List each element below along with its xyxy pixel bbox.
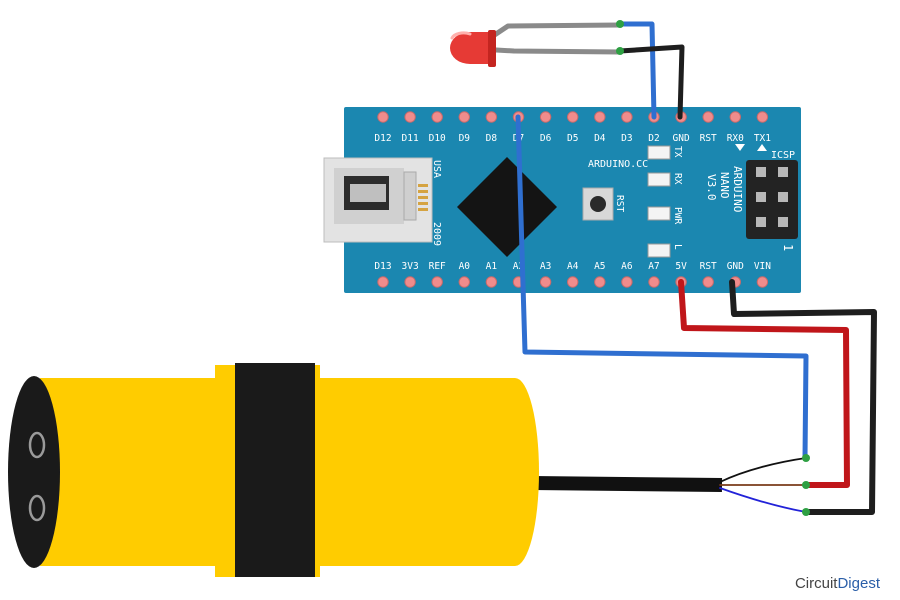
usb-connector: [323, 157, 433, 243]
top-pin-d10: [431, 111, 443, 123]
sensor-cable: [531, 476, 723, 492]
logo-text-circuit: Circuit: [794, 575, 838, 592]
bottom-pin-label: VIN: [754, 261, 771, 272]
wire-d7-to-sensor-signal: [515, 114, 809, 461]
status-led-l: [647, 243, 671, 258]
bottom-pin-label: D13: [374, 261, 391, 272]
top-pin-label: D11: [402, 133, 419, 144]
bottom-pin-label: A1: [486, 261, 498, 272]
logo-text-digest: Digest: [837, 575, 880, 592]
status-led-label: TX: [672, 146, 683, 158]
top-pin-d12: [377, 111, 389, 123]
bottom-pin-a7: [648, 276, 660, 288]
top-pin-label: GND: [673, 133, 690, 144]
status-led-pwr: [647, 206, 671, 221]
status-led-tx: [647, 145, 671, 160]
bottom-pin-vin: [756, 276, 769, 288]
bottom-pin-label: A3: [540, 261, 551, 272]
bottom-pin-label: A4: [567, 261, 579, 272]
top-pin-label: D8: [486, 133, 498, 144]
status-led-label: L: [672, 244, 683, 250]
red-led: [450, 30, 496, 67]
proximity-sensor: [8, 363, 539, 577]
bottom-pin-label: A5: [594, 261, 605, 272]
top-pin-label: TX1: [754, 133, 771, 144]
bottom-pin-a0: [458, 276, 470, 288]
led-cathode-lead: [493, 47, 623, 55]
bottom-pin-d13: [377, 276, 389, 288]
bottom-pin-a1: [485, 276, 498, 288]
bottom-pin-label: 5V: [675, 261, 687, 272]
icsp-header: [735, 144, 798, 239]
rst-button-label: RST: [614, 195, 625, 212]
top-pin-d3: [621, 111, 633, 123]
top-pin-label: RST: [700, 133, 717, 144]
microcontroller-chip: [457, 157, 557, 257]
wire-terminals: [616, 20, 810, 516]
bottom-pin-label: GND: [727, 261, 744, 272]
bottom-pin-ref: [431, 276, 443, 288]
icsp-pin1-label: 1: [781, 244, 795, 251]
bottom-pin-label: RST: [700, 261, 717, 272]
bottom-pin-label: A6: [621, 261, 633, 272]
top-pin-tx1: [756, 111, 769, 123]
bottom-pin-3v3: [404, 276, 416, 288]
board-name-line-3: V3.0: [705, 174, 718, 201]
top-pin-label: D6: [540, 133, 552, 144]
wire-gnd-to-sensor-ground: [729, 279, 877, 515]
led-anode-lead: [487, 22, 623, 41]
top-pin-d4: [594, 111, 606, 123]
board-brand-label: ARDUINO.CC: [588, 159, 648, 170]
top-pin-label: D4: [594, 133, 606, 144]
bottom-pin-a5: [594, 276, 606, 288]
top-pin-d11: [404, 111, 416, 123]
top-pin-label: D2: [648, 133, 659, 144]
top-pin-label: RX0: [727, 133, 744, 144]
top-pin-rst: [702, 111, 714, 123]
reset-button[interactable]: [582, 187, 614, 221]
sensor-lead-blue: [719, 487, 807, 513]
rx-arrow-icon: [735, 144, 745, 151]
bottom-pin-label: A0: [459, 261, 471, 272]
bottom-pin-a3: [539, 276, 552, 288]
board-name-line-2: NANO: [718, 172, 731, 199]
wire-led-to-d2: [617, 21, 657, 120]
board-name-line-1: ARDUINO: [731, 166, 744, 212]
bottom-pin-a6: [621, 276, 633, 288]
arduino-nano-board: [344, 107, 801, 293]
top-pin-label: D3: [621, 133, 632, 144]
sensor-lead-black: [719, 457, 807, 483]
bottom-pin-label: A7: [648, 261, 659, 272]
icsp-label: ICSP: [771, 150, 795, 161]
status-led-rx: [647, 172, 671, 187]
top-pin-label: D12: [374, 133, 391, 144]
bottom-pin-label: A2: [513, 261, 524, 272]
status-led-label: PWR: [672, 207, 683, 224]
top-pin-label: D9: [459, 133, 471, 144]
tx-arrow-icon: [757, 144, 767, 151]
circuitdigest-logo: CircuitDigest: [795, 575, 880, 592]
top-pin-d8: [485, 111, 498, 123]
top-pin-rx0: [729, 111, 741, 123]
bottom-pin-a4: [567, 276, 579, 288]
top-pin-label: D10: [429, 133, 446, 144]
status-leds: TX RX PWR L: [647, 145, 683, 258]
status-led-label: RX: [672, 173, 683, 185]
wire-5v-to-sensor-power: [678, 279, 850, 488]
top-pin-label: D5: [567, 133, 578, 144]
wire-led-to-gnd: [617, 44, 685, 120]
board-year-label: 2009: [431, 222, 442, 246]
top-pin-d5: [567, 111, 579, 123]
bottom-pin-label: 3V3: [402, 261, 419, 272]
bottom-pin-label: REF: [429, 261, 446, 272]
top-pin-d9: [458, 111, 470, 123]
top-pin-d6: [539, 111, 552, 123]
board-usa-label: USA: [431, 160, 442, 178]
bottom-pin-rst: [702, 276, 714, 288]
